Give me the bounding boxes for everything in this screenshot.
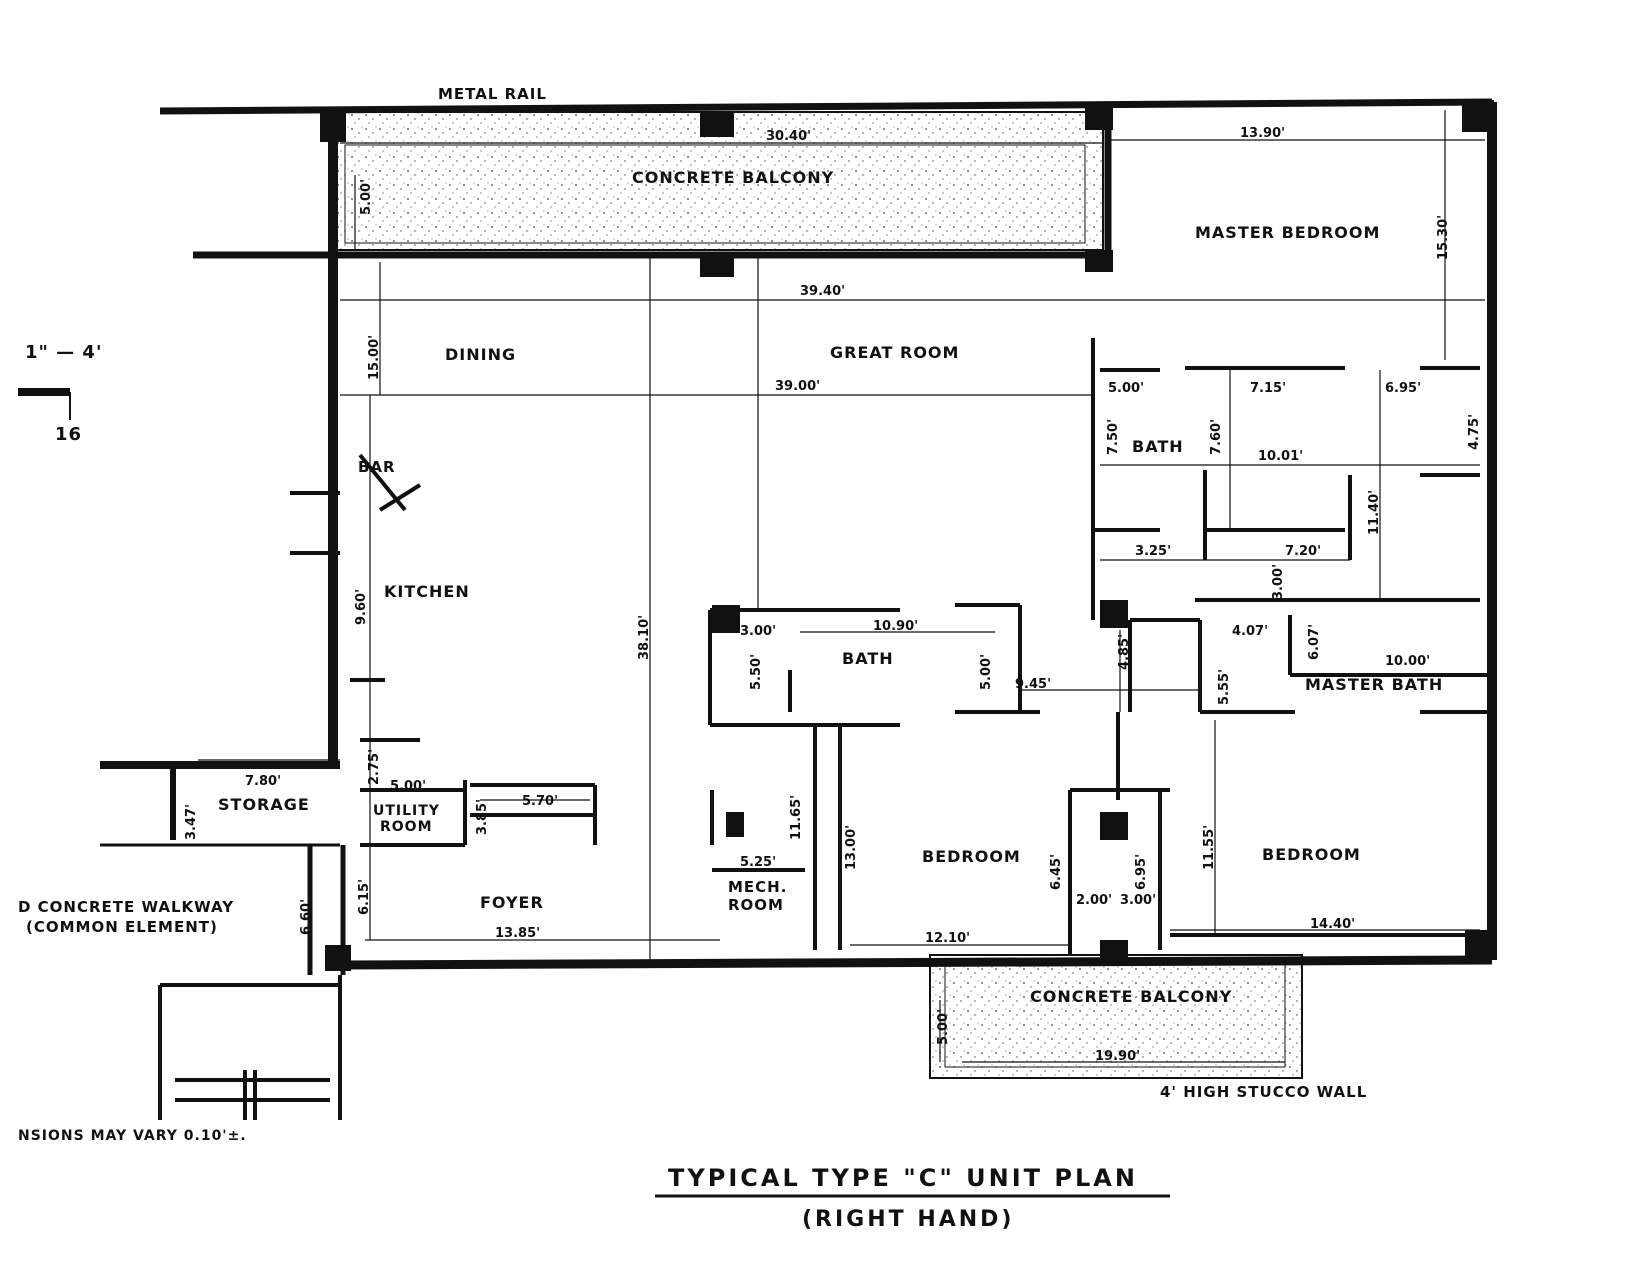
foyer-label: FOYER (480, 893, 544, 912)
title-block: TYPICAL TYPE "C" UNIT PLAN (RIGHT HAND) (655, 1164, 1170, 1232)
dim-foyer-v: 6.15' (357, 879, 372, 915)
dim-bath-center-a: 3.00' (740, 624, 776, 639)
dim-closet2-v2: 6.95' (1134, 854, 1149, 890)
dim-bath-c: 6.95' (1385, 381, 1421, 396)
master-bath-label: MASTER BATH (1305, 675, 1443, 694)
dim-hall-v: 4.85' (1117, 634, 1132, 670)
scale-number: 16 (55, 424, 82, 445)
dim-dining-depth: 15.00' (367, 335, 382, 380)
dim-closet2-b: 3.00' (1120, 893, 1156, 908)
utility-label-2: ROOM (380, 819, 433, 835)
dimension-labels: 30.40' 13.90' 39.40' 39.00' 5.00' 7.15' … (245, 126, 1430, 1064)
dim-walk-v: 6.60' (299, 899, 314, 935)
dim-bath-v3: 4.75' (1467, 414, 1482, 450)
utility-label-1: UTILITY (373, 803, 440, 819)
dim-closet-b: 7.20' (1285, 544, 1321, 559)
dim-overall-39: 39.40' (800, 284, 845, 299)
balcony-bottom-label: CONCRETE BALCONY (1030, 987, 1232, 1006)
walkway-label-2: (COMMON ELEMENT) (26, 918, 218, 936)
kitchen-label: KITCHEN (384, 582, 470, 601)
dim-mb-a: 4.07' (1232, 624, 1268, 639)
dim-storage-v: 3.47' (184, 804, 199, 840)
balcony-top-label: CONCRETE BALCONY (632, 168, 834, 187)
master-bedroom-label: MASTER BEDROOM (1195, 223, 1380, 242)
dim-hall-len: 9.45' (1015, 677, 1051, 692)
dim-kitchen-depth: 9.60' (354, 589, 369, 625)
columns (320, 100, 1494, 971)
tolerance-note: NSIONS MAY VARY 0.10'±. (18, 1128, 247, 1144)
dining-label: DINING (445, 345, 516, 364)
dim-bath-v4: 11.40' (1367, 490, 1382, 535)
mech-label-2: ROOM (728, 896, 784, 914)
dim-bath-v2: 7.60' (1209, 419, 1224, 455)
bedroom-right-label: BEDROOM (1262, 845, 1361, 864)
dim-mb-len: 10.00' (1385, 654, 1430, 669)
bedroom-center-label: BEDROOM (922, 847, 1021, 866)
dim-overall-depth: 38.10' (637, 615, 652, 660)
dimension-lines (198, 110, 1485, 1063)
dim-pantry-len: 5.70' (522, 794, 558, 809)
dim-bed-right-len: 14.40' (1310, 917, 1355, 932)
scale-text: 1" — 4' (25, 342, 102, 363)
exterior-walls (100, 98, 1497, 975)
dim-balcony-top-len: 30.40' (766, 129, 811, 144)
dim-foyer-len: 13.85' (495, 926, 540, 941)
dim-mech-v: 11.65' (789, 795, 804, 840)
bath-right-label: BATH (1132, 437, 1184, 456)
balcony-bottom (929, 954, 1303, 1079)
dim-bath-b: 7.15' (1250, 381, 1286, 396)
plan-subtitle: (RIGHT HAND) (802, 1207, 1014, 1232)
vertical-dimension-labels: 5.00' 15.30' 15.00' 38.10' 7.50' 7.60' 4… (184, 179, 1482, 1045)
dim-bath-center-len: 10.90' (873, 619, 918, 634)
dim-closet-a: 3.25' (1135, 544, 1171, 559)
dim-bed-right-v: 11.55' (1202, 825, 1217, 870)
dim-utility-v: 2.75' (367, 749, 382, 785)
dim-bath-a: 5.00' (1108, 381, 1144, 396)
dim-bath-center-v2: 5.00' (979, 654, 994, 690)
bar-label: BAR (358, 458, 396, 476)
dim-mb-v: 5.55' (1217, 669, 1232, 705)
dim-mech-len: 5.25' (740, 855, 776, 870)
dim-balcony-bottom-len: 19.90' (1095, 1049, 1140, 1064)
dim-utility-len: 5.00' (390, 779, 426, 794)
dim-closet-v: 3.00' (1271, 564, 1286, 600)
dim-balcony-bottom-v: 5.00' (936, 1009, 951, 1045)
scale-indicator: 1" — 4' 16 (18, 342, 102, 445)
dim-balcony-top-depth: 5.00' (359, 179, 374, 215)
dim-bath-d: 10.01' (1258, 449, 1303, 464)
dim-closet2-v1: 6.45' (1049, 854, 1064, 890)
dim-bath-v1: 7.50' (1106, 419, 1121, 455)
storage-label: STORAGE (218, 795, 310, 814)
dim-bath-center-v: 5.50' (749, 654, 764, 690)
dim-bed-center-v: 13.00' (844, 825, 859, 870)
mech-label-1: MECH. (728, 878, 787, 896)
dim-mb-v2: 6.07' (1307, 624, 1322, 660)
bath-center-label: BATH (842, 649, 894, 668)
dim-great-room-len: 39.00' (775, 379, 820, 394)
dim-master-bed-depth: 15.30' (1436, 215, 1451, 260)
plan-title: TYPICAL TYPE "C" UNIT PLAN (668, 1164, 1138, 1192)
dim-master-bed-width: 13.90' (1240, 126, 1285, 141)
dim-utility-v2: 3.85' (475, 799, 490, 835)
metal-rail-label: METAL RAIL (438, 85, 547, 103)
interior-walls (158, 338, 1495, 1120)
great-room-label: GREAT ROOM (830, 343, 959, 362)
dim-storage-len: 7.80' (245, 774, 281, 789)
stucco-wall-label: 4' HIGH STUCCO WALL (1160, 1083, 1367, 1101)
dim-closet2-a: 2.00' (1076, 893, 1112, 908)
walkway-label-1: D CONCRETE WALKWAY (18, 898, 234, 916)
room-labels: METAL RAIL CONCRETE BALCONY MASTER BEDRO… (18, 85, 1443, 1144)
dim-bed-center-len: 12.10' (925, 931, 970, 946)
